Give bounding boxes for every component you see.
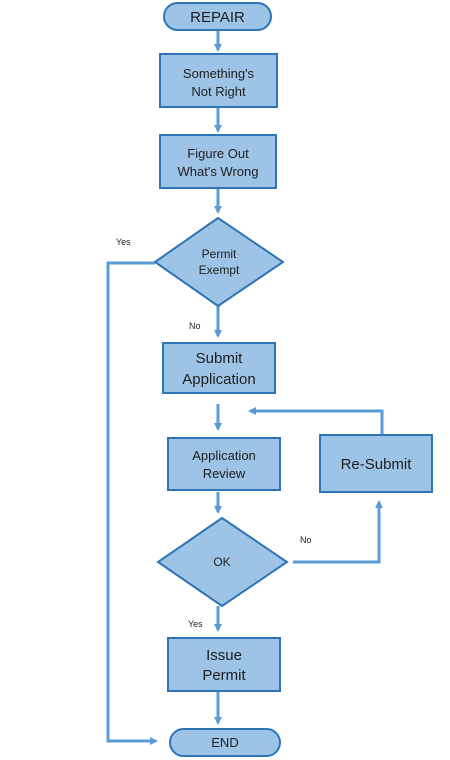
arrow-ok-no-to-resubmit [293,500,383,564]
arrow-resubmit-to-review [248,407,384,434]
node-figure-out-line1: Figure Out [187,146,249,161]
edge-label-ok-no: No [300,535,312,545]
edge-label-exempt-yes: Yes [116,237,131,247]
node-permit-exempt-line1: Permit [202,247,237,261]
arrow-exempt-yes-to-end [106,261,158,745]
node-issue-permit: Issue Permit [167,637,281,692]
node-resubmit-label: Re-Submit [341,456,413,473]
node-resubmit: Re-Submit [319,434,433,493]
node-end: END [169,728,281,757]
node-ok-label: OK [213,555,230,569]
node-submit-application-line2: Application [182,371,255,388]
connectors [106,30,384,745]
node-issue-permit-line1: Issue [206,647,242,664]
node-something-wrong-line2: Not Right [191,84,246,99]
edge-label-exempt-no: No [189,321,201,331]
node-end-label: END [211,735,238,750]
node-ok: OK [156,516,289,608]
edge-label-ok-yes: Yes [188,619,203,629]
node-application-review: Application Review [167,437,281,491]
node-application-review-line1: Application [192,448,256,463]
node-something-wrong-line1: Something's [183,66,255,81]
node-issue-permit-line2: Permit [202,667,246,684]
node-application-review-line2: Review [203,466,246,481]
node-permit-exempt-line2: Exempt [199,263,240,277]
node-permit-exempt: Permit Exempt [153,216,285,308]
node-submit-application: Submit Application [162,342,276,394]
node-figure-out: Figure Out What's Wrong [159,134,277,189]
node-repair: REPAIR [163,2,272,31]
node-figure-out-line2: What's Wrong [178,164,259,179]
node-something-wrong: Something's Not Right [159,53,278,108]
node-submit-application-line1: Submit [196,350,244,367]
node-repair-label: REPAIR [190,9,245,26]
